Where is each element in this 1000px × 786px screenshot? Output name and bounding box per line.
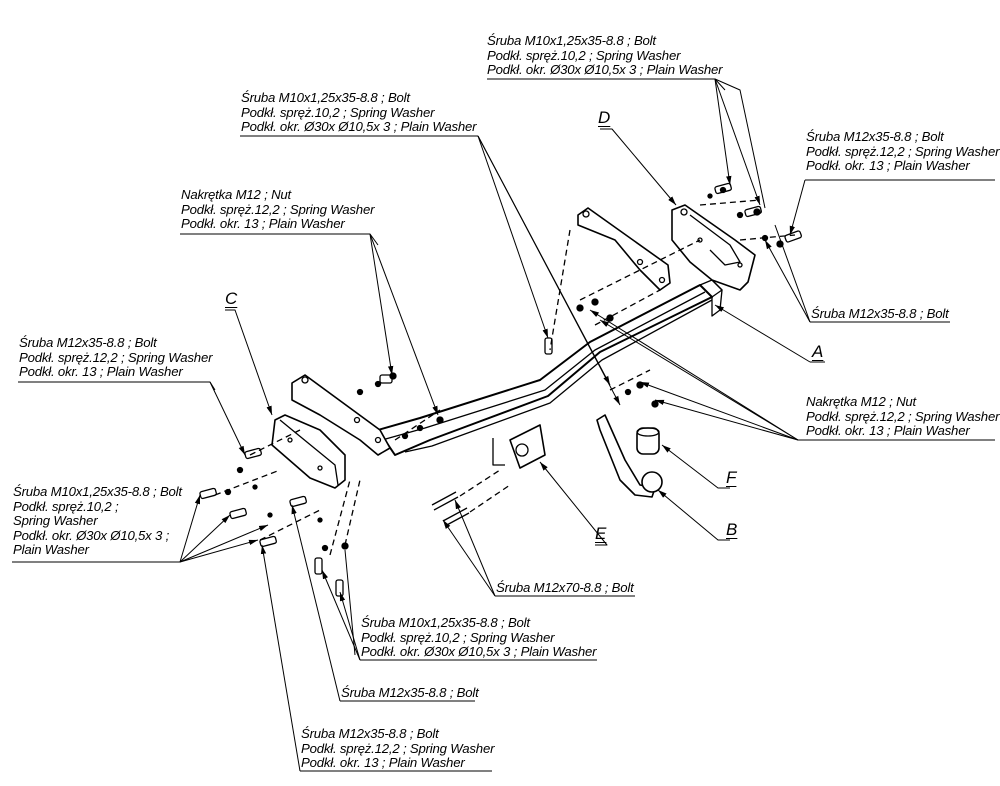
- towball-neck: [596, 414, 663, 498]
- callout-left-m12-bolt: Śruba M12x35-8.8 ; Bolt Podkł. spręż.12,…: [19, 335, 213, 380]
- callout-line: Nakrętka M12 ; Nut: [806, 394, 917, 409]
- callout-bottom-m12x70: Śruba M12x70-8.8 ; Bolt: [496, 580, 634, 596]
- callout-line: Podkł. spręż.12,2 ; Spring Washer: [806, 408, 1000, 424]
- callout-line: Podkł. spręż.10,2 ;: [13, 498, 119, 514]
- left-strap: [291, 374, 391, 456]
- part-label-f: F: [726, 468, 737, 487]
- assembly-paths: [214, 199, 796, 556]
- callout-line: Śruba M12x35-8.8 ; Bolt: [301, 726, 439, 741]
- callout-line: Podkł. okr. Ø30x Ø10,5x 3 ; Plain Washer: [361, 644, 597, 659]
- callout-line: Plain Washer: [13, 542, 89, 557]
- bolts-m12x70: [431, 469, 511, 527]
- callout-line: Podkł. spręż.12,2 ; Spring Washer: [181, 201, 375, 217]
- crossbar-beam: [377, 279, 723, 456]
- callout-line: Podkł. okr. 13 ; Plain Washer: [806, 158, 970, 173]
- callout-bottom-m10: Śruba M10x1,25x35-8.8 ; Bolt Podkł. sprę…: [361, 615, 597, 660]
- callout-line: Podkł. spręż.10,2 ; Spring Washer: [241, 104, 435, 120]
- callout-line: Podkł. spręż.10,2 ; Spring Washer: [487, 47, 681, 63]
- part-label-b: B: [726, 520, 738, 539]
- callout-right-bolt-single: Śruba M12x35-8.8 ; Bolt: [811, 306, 949, 322]
- part-label-c: C: [225, 289, 238, 308]
- callout-line: Śruba M12x35-8.8 ; Bolt: [341, 685, 479, 700]
- part-label-e: E: [595, 524, 607, 543]
- callout-top-center-m10: Śruba M10x1,25x35-8.8 ; Bolt Podkł. sprę…: [241, 90, 477, 135]
- callout-line: Podkł. okr. 13 ; Plain Washer: [19, 364, 183, 379]
- callout-line: Śruba M12x35-8.8 ; Bolt: [811, 306, 949, 321]
- socket-plate: [492, 424, 546, 469]
- callout-right-m12-bolt: Śruba M12x35-8.8 ; Bolt Podkł. spręż.12,…: [806, 129, 1000, 174]
- callout-line: Podkł. spręż.12,2 ; Spring Washer: [19, 349, 213, 365]
- part-label-d: D: [598, 108, 611, 127]
- callout-line: Śruba M12x35-8.8 ; Bolt: [19, 335, 157, 350]
- callout-line: Podkł. okr. 13 ; Plain Washer: [301, 755, 465, 770]
- callout-line: Podkł. okr. Ø30x Ø10,5x 3 ;: [13, 527, 170, 543]
- callout-line: Podkł. okr. 13 ; Plain Washer: [181, 216, 345, 231]
- ball-cover: [636, 427, 660, 455]
- left-bracket: [271, 414, 346, 489]
- right-bracket: [671, 204, 756, 291]
- callout-line: Śruba M12x70-8.8 ; Bolt: [496, 580, 634, 595]
- callout-line: Śruba M10x1,25x35-8.8 ; Bolt: [13, 484, 182, 499]
- callout-line: Podkł. spręż.10,2 ; Spring Washer: [361, 629, 555, 645]
- part-label-a: A: [812, 342, 824, 361]
- callout-line: Podkł. okr. Ø30x Ø10,5x 3 ; Plain Washer: [487, 62, 723, 77]
- right-strap: [577, 207, 671, 291]
- callout-line: Podkł. okr. Ø30x Ø10,5x 3 ; Plain Washer: [241, 119, 477, 134]
- callout-left-nut: Nakrętka M12 ; Nut Podkł. spręż.12,2 ; S…: [181, 187, 375, 232]
- callout-line: Śruba M10x1,25x35-8.8 ; Bolt: [241, 90, 410, 105]
- callout-line: Podkł. spręż.12,2 ; Spring Washer: [301, 740, 495, 756]
- callout-line: Nakrętka M12 ; Nut: [181, 187, 292, 202]
- leader-lines: [12, 78, 995, 772]
- callout-top-right-m10: Śruba M10x1,25x35-8.8 ; Bolt Podkł. sprę…: [487, 33, 723, 78]
- callout-line: Spring Washer: [13, 513, 98, 528]
- callout-line: Podkł. okr. 13 ; Plain Washer: [806, 423, 970, 438]
- callout-line: Śruba M12x35-8.8 ; Bolt: [806, 129, 944, 144]
- callout-right-nut: Nakrętka M12 ; Nut Podkł. spręż.12,2 ; S…: [806, 394, 1000, 439]
- callout-line: Śruba M10x1,25x35-8.8 ; Bolt: [487, 33, 656, 48]
- callout-bottom-m12-bolt: Śruba M12x35-8.8 ; Bolt Podkł. spręż.12,…: [301, 726, 495, 771]
- callout-bottom-bolt-single: Śruba M12x35-8.8 ; Bolt: [341, 685, 479, 701]
- callout-line: Śruba M10x1,25x35-8.8 ; Bolt: [361, 615, 530, 630]
- callout-line: Podkł. spręż.12,2 ; Spring Washer: [806, 143, 1000, 159]
- callout-left-m10-multi: Śruba M10x1,25x35-8.8 ; Bolt Podkł. sprę…: [13, 484, 182, 558]
